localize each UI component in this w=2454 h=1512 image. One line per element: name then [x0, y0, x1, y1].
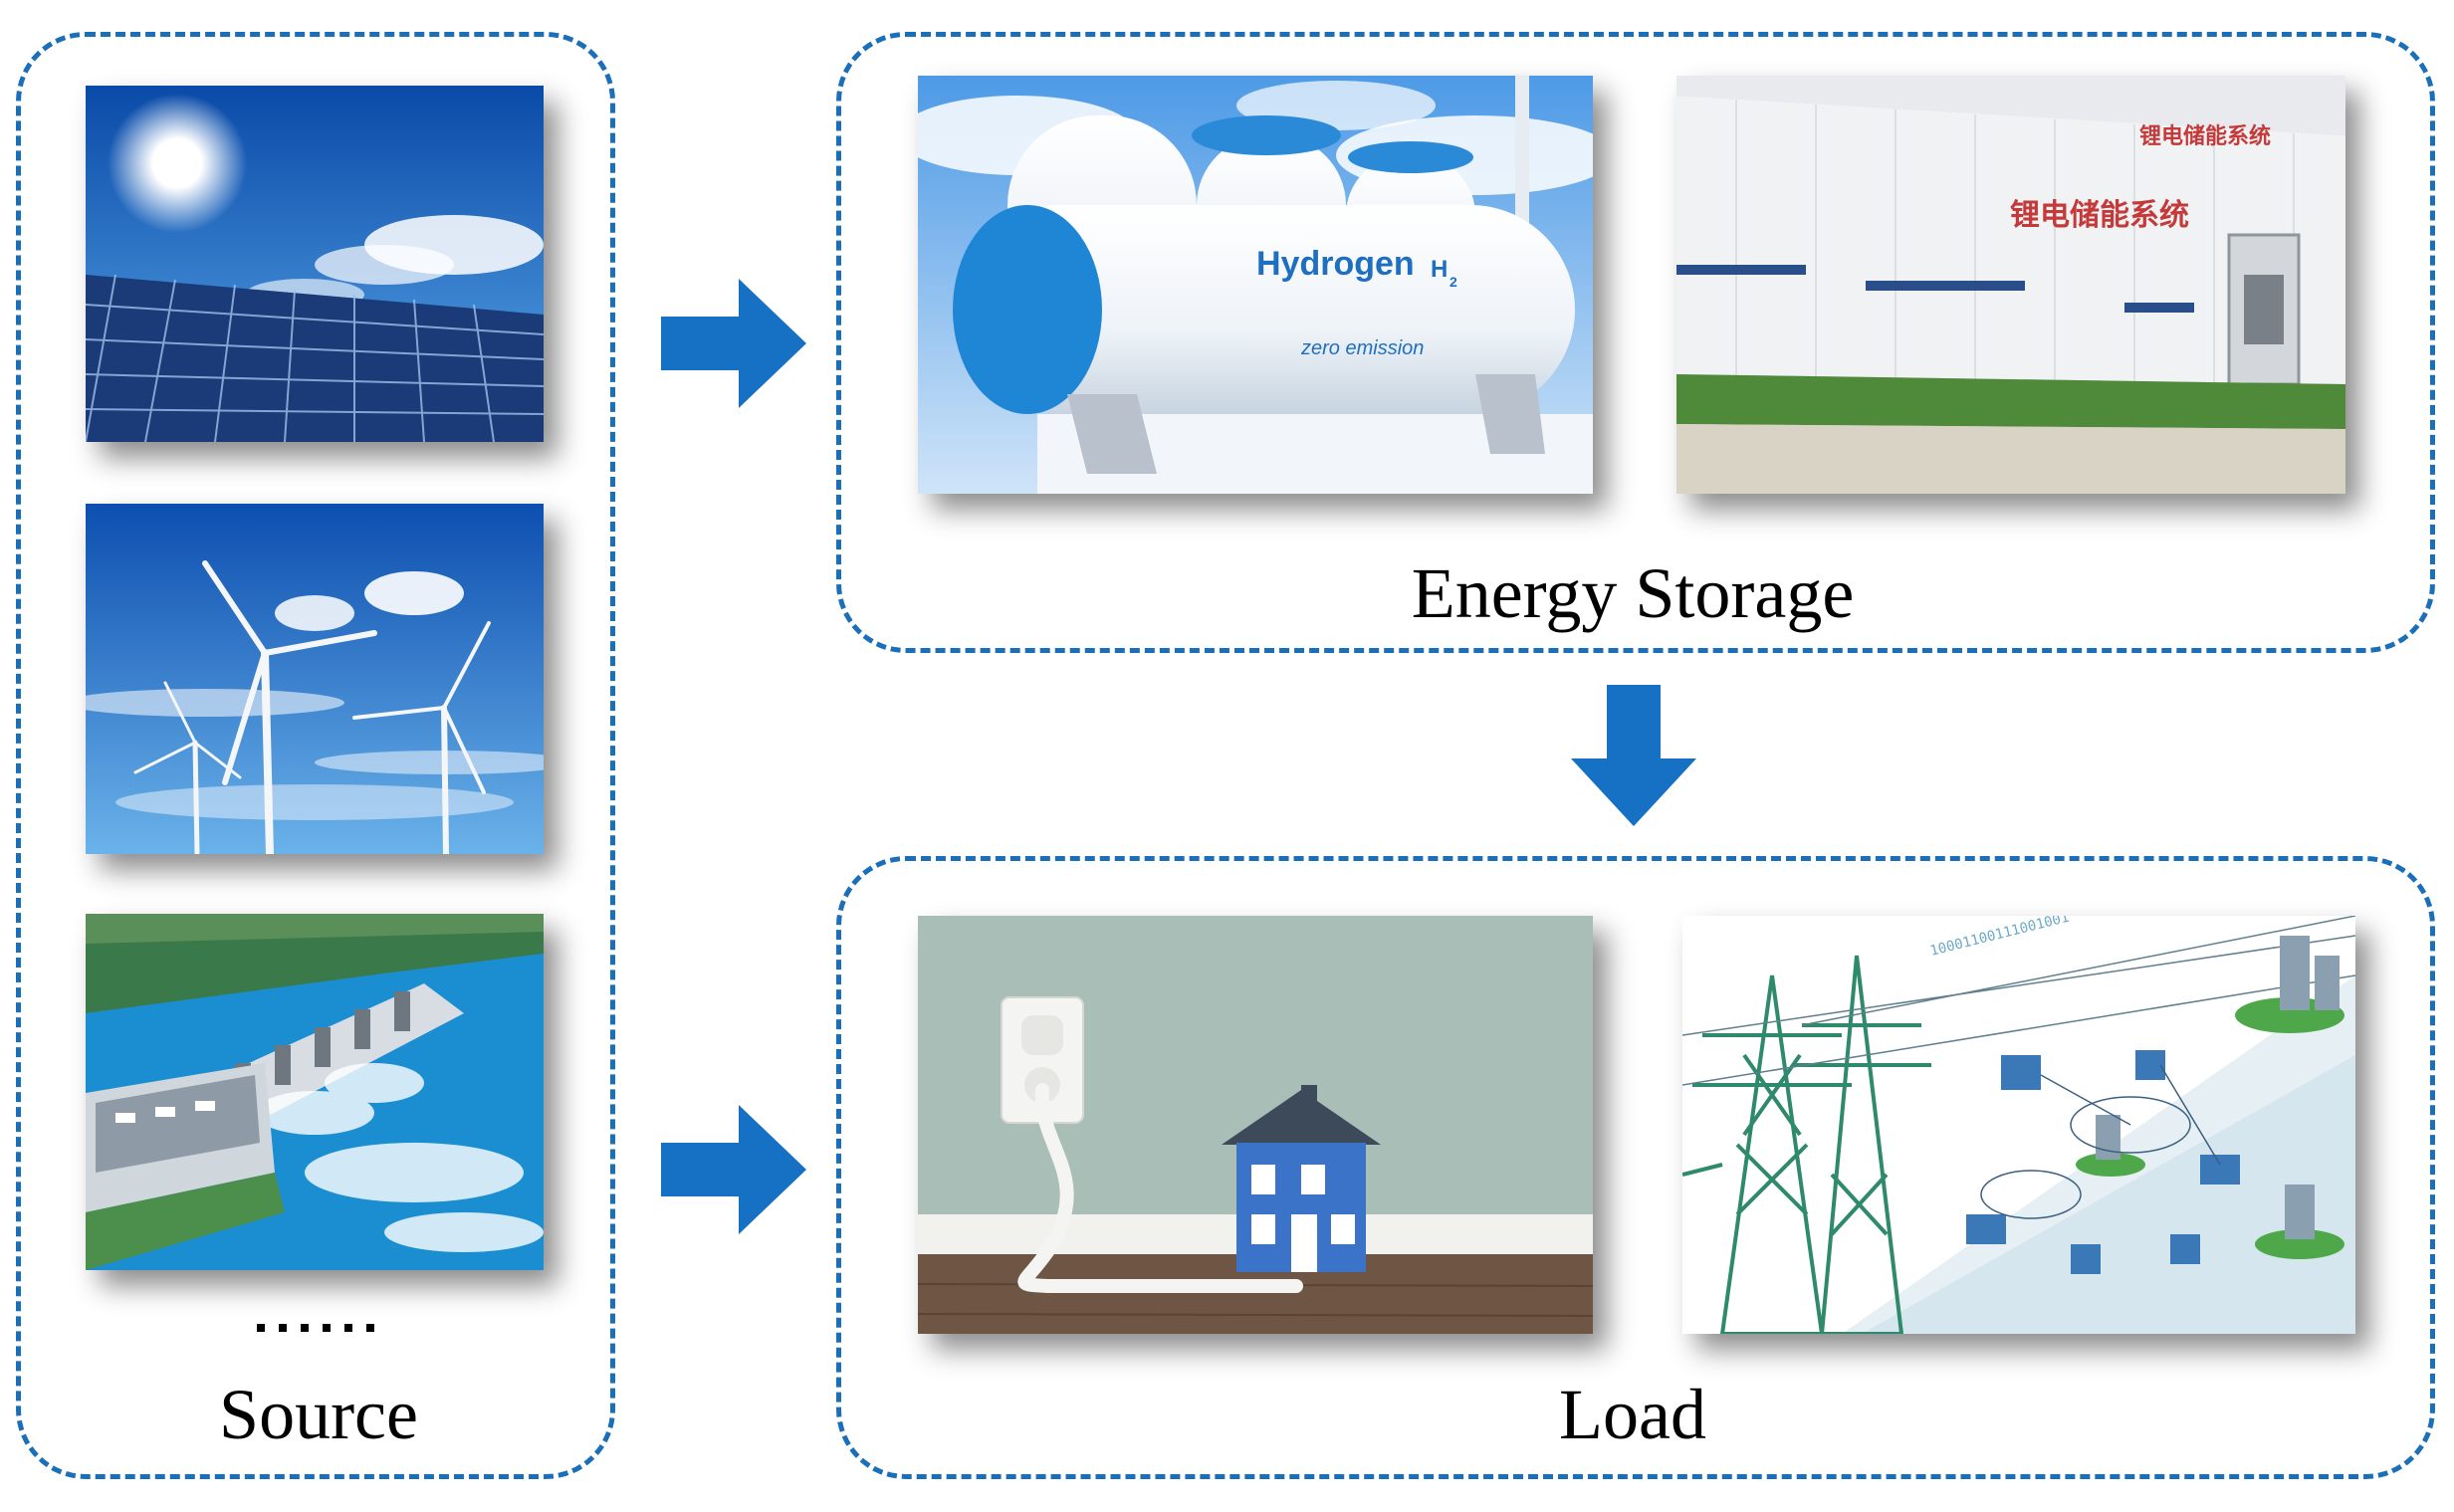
source-group [16, 32, 615, 1479]
hydrogen-tank-image: Hydrogen H 2 zero emission [918, 76, 1593, 494]
battery-container-sign-back: 锂电储能系统 [2139, 123, 2271, 149]
hydropower-dam-image [86, 914, 544, 1270]
arrow-source-to-storage [661, 279, 810, 408]
battery-storage-container-image: 锂电储能系统 锂电储能系统 [1676, 76, 2345, 494]
hydrogen-tank-text: Hydrogen [1256, 245, 1415, 283]
zero-emission-text: zero emission [1300, 337, 1424, 359]
energy-storage-group [836, 32, 2435, 653]
arrow-source-to-load [661, 1105, 810, 1234]
hydrogen-formula-subscript: 2 [1450, 274, 1457, 290]
house-plug-image [918, 916, 1593, 1334]
load-group [836, 856, 2435, 1479]
load-label: Load [1559, 1375, 1706, 1454]
hydrogen-formula-text: H [1431, 256, 1448, 283]
solar-panel-image [86, 86, 544, 442]
arrow-storage-to-load [1569, 685, 1698, 829]
battery-container-sign: 锂电储能系统 [2010, 198, 2189, 233]
more-sources-ellipsis [249, 1294, 388, 1334]
source-label: Source [219, 1375, 418, 1454]
energy-storage-label: Energy Storage [1411, 553, 1855, 633]
power-grid-network-image: 10001100111001001 [1682, 916, 2355, 1334]
wind-turbine-image [86, 504, 544, 854]
